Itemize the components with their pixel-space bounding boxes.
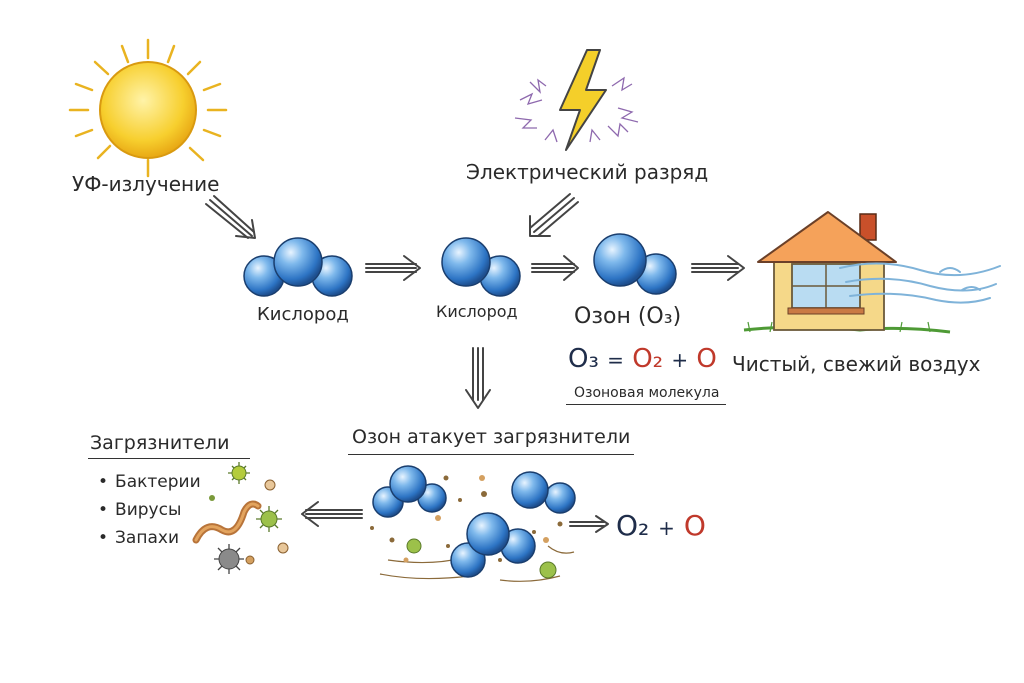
list-item: Вирусы bbox=[98, 502, 201, 519]
equation-o: O bbox=[696, 344, 717, 374]
pollutant-microbes bbox=[192, 462, 289, 574]
arrow-down-to-attack bbox=[465, 347, 491, 409]
arrow-to-pollutants bbox=[301, 501, 363, 527]
clean-air-label: Чистый, свежий воздух bbox=[732, 352, 981, 376]
discharge-label: Электрический разряд bbox=[466, 160, 709, 184]
attack-underline bbox=[348, 454, 634, 455]
arrow-to-products bbox=[569, 515, 609, 533]
house-icon bbox=[743, 211, 951, 334]
list-item: Бактерии bbox=[98, 474, 201, 491]
ozone-attacks-label: Озон атакует загрязнители bbox=[352, 426, 631, 448]
result-o2: O₂ bbox=[616, 509, 650, 542]
pollutants-underline bbox=[88, 458, 250, 459]
arrow-oxygen-to-ozone bbox=[531, 255, 579, 281]
arrow-oxygen-to-oxygen bbox=[365, 255, 421, 281]
equation-o2: O₂ bbox=[632, 344, 664, 374]
ozone-label: Озон (O₃) bbox=[574, 304, 682, 329]
wind-lines-icon bbox=[839, 262, 1001, 304]
pollutants-title: Загрязнители bbox=[90, 432, 230, 454]
lightning-icon bbox=[514, 49, 639, 151]
oxygen-label-middle: Кислород bbox=[436, 302, 518, 321]
caption-underline bbox=[566, 404, 726, 405]
pollutants-list: Бактерии Вирусы Запахи bbox=[98, 474, 201, 558]
result-equation: O₂ + O bbox=[616, 512, 706, 540]
ozone-equation: O₃ = O₂ + O bbox=[568, 346, 717, 372]
oxygen-label-left: Кислород bbox=[257, 304, 349, 325]
ozone-molecule-caption: Озоновая молекула bbox=[574, 385, 720, 401]
equation-o3: O₃ bbox=[568, 344, 599, 374]
attack-cluster bbox=[370, 465, 576, 582]
equation-plus: + bbox=[671, 348, 689, 372]
list-item: Запахи bbox=[98, 530, 201, 547]
arrow-ozone-to-house bbox=[691, 255, 745, 281]
oxygen-molecule-left bbox=[243, 237, 353, 297]
ozone-molecule bbox=[593, 233, 677, 295]
result-o: O bbox=[683, 509, 706, 542]
oxygen-molecule-middle bbox=[441, 237, 521, 297]
sun-icon bbox=[68, 38, 228, 178]
arrow-uv-to-oxygen bbox=[205, 195, 256, 239]
result-plus: + bbox=[658, 516, 675, 540]
equation-equals: = bbox=[607, 348, 624, 372]
uv-label: УФ-излучение bbox=[72, 172, 220, 196]
arrow-discharge-to-oxygen bbox=[529, 193, 579, 237]
